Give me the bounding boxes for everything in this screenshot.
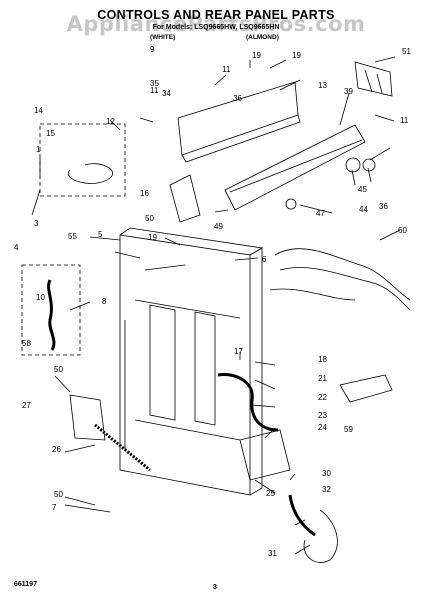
callout-36: 36 — [379, 202, 388, 211]
callout-25: 25 — [266, 489, 275, 498]
rear-panel — [119, 234, 251, 496]
doc-number: 661197 — [14, 581, 37, 588]
model-numbers: For Models: LSQ9665HW, LSQ9665HN — [152, 24, 280, 31]
callout-59: 59 — [344, 425, 353, 434]
callout-31: 31 — [268, 549, 277, 558]
part-16 — [169, 174, 201, 223]
callout-19: 19 — [148, 233, 157, 242]
callout-3: 3 — [34, 219, 39, 228]
variant-white: (WHITE) — [150, 34, 176, 41]
cord-15 — [67, 163, 113, 184]
callout-60: 60 — [398, 226, 407, 235]
callout-7: 7 — [52, 503, 57, 512]
knob-45 — [345, 157, 361, 173]
callout-17: 17 — [234, 347, 243, 356]
callout-55: 55 — [68, 232, 77, 241]
callout-16: 16 — [140, 189, 149, 198]
console-rear-housing — [224, 124, 366, 211]
callout-24: 24 — [318, 423, 327, 432]
callout-13: 13 — [318, 81, 327, 90]
callout-21: 21 — [318, 374, 327, 383]
callout-11: 11 — [150, 86, 159, 95]
callout-18: 18 — [318, 355, 327, 364]
spring-26 — [94, 423, 151, 472]
hose-inset-8 — [21, 264, 81, 356]
callout-8: 8 — [102, 297, 107, 306]
callout-36: 36 — [233, 94, 242, 103]
callout-44: 44 — [359, 205, 368, 214]
panel-rib-left — [149, 304, 176, 421]
callout-6: 6 — [262, 255, 267, 264]
drain-hose — [47, 279, 56, 351]
rear-panel-top-edge — [119, 227, 264, 256]
page-title: CONTROLS AND REAR PANEL PARTS — [97, 8, 335, 22]
callout-30: 30 — [322, 469, 331, 478]
callout-27: 27 — [22, 401, 31, 410]
pump-24 — [239, 429, 291, 481]
callout-labels: 1345678910111111121314151617181919192122… — [14, 45, 411, 558]
callout-15: 15 — [46, 129, 55, 138]
panel-brace — [134, 299, 241, 319]
knob-47 — [285, 198, 297, 210]
bracket-51 — [354, 61, 393, 97]
callout-39: 39 — [344, 87, 353, 96]
callout-50: 50 — [54, 365, 63, 374]
callout-26: 26 — [52, 445, 61, 454]
callout-23: 23 — [318, 411, 327, 420]
callout-9: 9 — [150, 45, 155, 54]
callout-10: 10 — [36, 293, 45, 302]
callout-58: 58 — [22, 339, 31, 348]
part-59 — [339, 374, 393, 403]
callout-22: 22 — [318, 393, 327, 402]
callout-19: 19 — [252, 51, 261, 60]
callout-35: 35 — [150, 79, 159, 88]
callout-5: 5 — [98, 230, 103, 239]
callout-12: 12 — [106, 117, 115, 126]
callout-45: 45 — [358, 185, 367, 194]
callout-11: 11 — [400, 116, 409, 125]
page-number: 3 — [213, 584, 217, 591]
callout-50: 50 — [145, 214, 154, 223]
callout-32: 32 — [322, 485, 331, 494]
panel-brace-lower — [134, 419, 241, 441]
part-14-inset — [39, 123, 126, 197]
panel-rib-right — [194, 311, 216, 426]
hose-32 — [288, 494, 316, 537]
wire-harness-60 — [274, 248, 411, 301]
part-27-bracket — [69, 394, 106, 441]
callout-50: 50 — [54, 490, 63, 499]
callout-1: 1 — [36, 145, 41, 154]
callout-49: 49 — [214, 222, 223, 231]
rear-panel-side — [249, 247, 263, 496]
callout-11: 11 — [222, 65, 231, 74]
callout-47: 47 — [316, 209, 325, 218]
hose-22 — [217, 372, 279, 432]
variant-almond: (ALMOND) — [246, 34, 279, 41]
callout-14: 14 — [34, 106, 43, 115]
pump-housing — [303, 509, 338, 563]
knob-44 — [362, 158, 376, 172]
callout-51: 51 — [402, 47, 411, 56]
callout-4: 4 — [14, 243, 19, 252]
callout-19: 19 — [292, 51, 301, 60]
callout-34: 34 — [162, 89, 171, 98]
watermark: AppliancePartsPros.com — [66, 12, 366, 36]
control-console-edge — [181, 114, 301, 163]
